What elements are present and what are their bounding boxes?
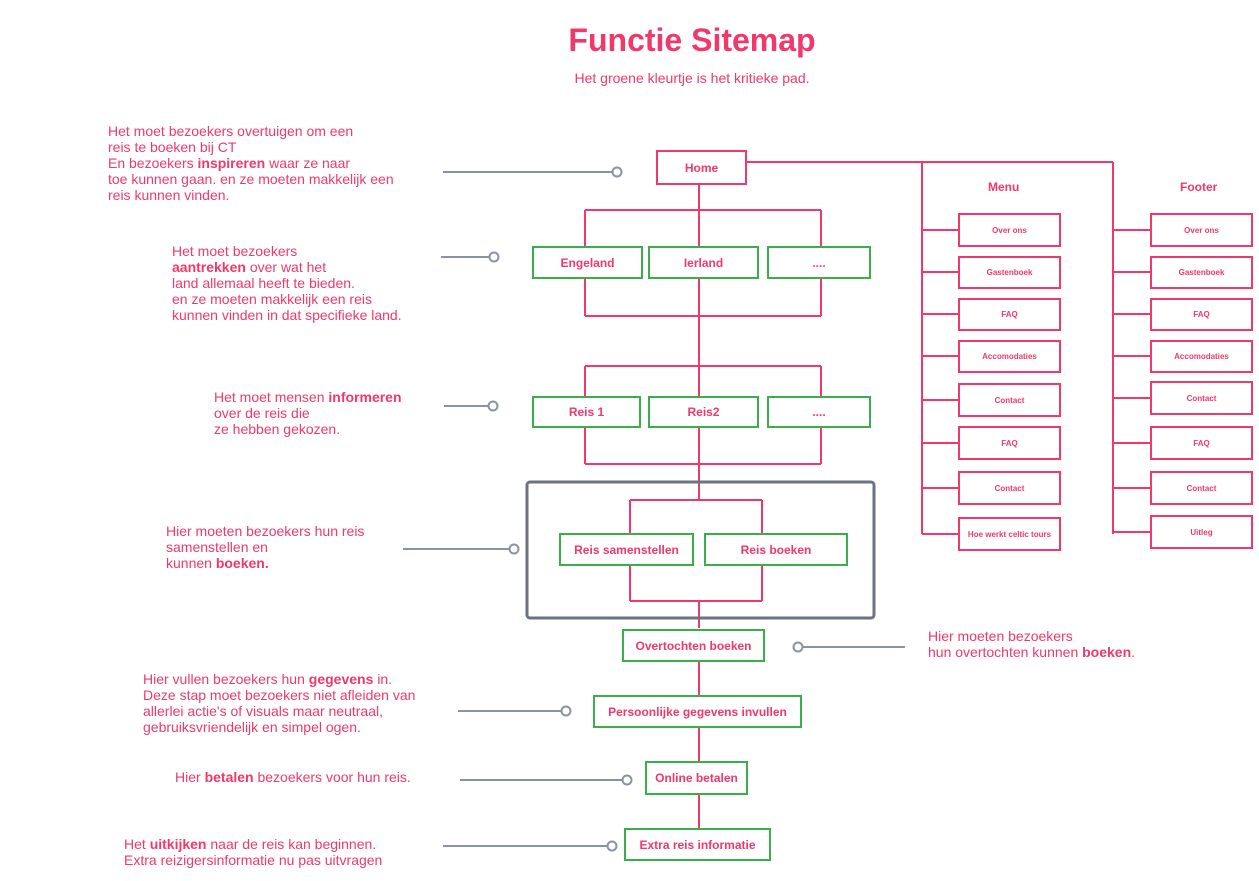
note-line: toe kunnen gaan. en ze moeten makkelijk … xyxy=(108,171,394,187)
note-line: gebruiksvriendelijk en simpel ogen. xyxy=(143,719,361,735)
node-country-engeland[interactable]: Engeland xyxy=(532,246,643,279)
node-trip-2[interactable]: Reis2 xyxy=(648,396,759,428)
note-line: Het moet bezoekers xyxy=(172,243,298,259)
note-line: allerlei actie's of visuals maar neutraa… xyxy=(143,703,384,719)
menu-item-accomodaties[interactable]: Accomodaties xyxy=(958,340,1061,373)
note-line: over de reis die xyxy=(214,405,310,421)
footer-item-gastenboek[interactable]: Gastenboek xyxy=(1150,256,1253,289)
note-line: land allemaal heeft te bieden. xyxy=(172,275,355,291)
note-line: reis kunnen vinden. xyxy=(108,187,230,203)
menu-item-contact[interactable]: Contact xyxy=(958,383,1061,417)
annotation-connectors xyxy=(403,166,905,852)
note-line: en ze moeten makkelijk een reis xyxy=(172,291,372,307)
page-title: Functie Sitemap xyxy=(568,22,816,58)
footer-item-over-ons[interactable]: Over ons xyxy=(1150,213,1253,247)
menu-item-faq[interactable]: FAQ xyxy=(958,298,1061,331)
note-payment: Hier betalen bezoekers voor hun reis. xyxy=(175,769,411,785)
node-trip-more[interactable]: .... xyxy=(767,396,871,428)
node-country-ierland[interactable]: Ierland xyxy=(648,246,759,279)
node-country-more[interactable]: .... xyxy=(767,246,871,279)
footer-item-contact-2[interactable]: Contact xyxy=(1150,471,1253,505)
note-line: Het uitkijken naar de reis kan beginnen. xyxy=(124,836,377,852)
footer-item-accomodaties[interactable]: Accomodaties xyxy=(1150,340,1253,373)
note-line: Hier betalen bezoekers voor hun reis. xyxy=(175,769,411,785)
note-line: ze hebben gekozen. xyxy=(214,421,341,437)
note-line: Hier moeten bezoekers xyxy=(928,628,1073,644)
menu-item-gastenboek[interactable]: Gastenboek xyxy=(958,256,1061,289)
footer-item-faq-2[interactable]: FAQ xyxy=(1150,426,1253,460)
note-trips: Het moet mensen informeren over de reis … xyxy=(214,389,402,437)
menu-heading: Menu xyxy=(988,180,1020,194)
booking-frame xyxy=(525,480,876,620)
note-line: hun overtochten kunnen boeken. xyxy=(928,644,1136,660)
note-countries: Het moet bezoekers aantrekken over wat h… xyxy=(172,243,402,323)
note-line: samenstellen en xyxy=(166,539,268,555)
node-trip-1[interactable]: Reis 1 xyxy=(532,396,641,428)
page-subtitle: Het groene kleurtje is het kritieke pad. xyxy=(574,70,810,86)
note-home: Het moet bezoekers overtuigen om een rei… xyxy=(108,123,394,203)
node-personal-details[interactable]: Persoonlijke gegevens invullen xyxy=(593,695,802,728)
footer-item-contact[interactable]: Contact xyxy=(1150,381,1253,415)
note-extra: Het uitkijken naar de reis kan beginnen.… xyxy=(124,836,382,868)
note-line: Hier moeten bezoekers hun reis xyxy=(166,523,365,539)
note-crossings: Hier moeten bezoekers hun overtochten ku… xyxy=(928,628,1135,660)
menu-item-over-ons[interactable]: Over ons xyxy=(958,213,1061,247)
note-line: aantrekken over wat het xyxy=(172,259,327,275)
note-line: En bezoekers inspireren waar ze naar xyxy=(108,155,351,171)
note-line: Het moet bezoekers overtuigen om een xyxy=(108,123,354,139)
note-line: Het moet mensen informeren xyxy=(214,389,402,405)
node-home[interactable]: Home xyxy=(656,150,747,185)
footer-item-uitleg[interactable]: Uitleg xyxy=(1150,515,1253,549)
note-personal: Hier vullen bezoekers hun gegevens in. D… xyxy=(143,671,415,735)
menu-item-faq-2[interactable]: FAQ xyxy=(958,426,1061,460)
note-compose: Hier moeten bezoekers hun reis samenstel… xyxy=(166,523,364,571)
note-line: kunnen boeken. xyxy=(166,555,269,571)
node-online-payment[interactable]: Online betalen xyxy=(645,761,748,795)
note-line: Extra reizigersinformatie nu pas uitvrag… xyxy=(124,852,383,868)
node-crossings[interactable]: Overtochten boeken xyxy=(622,629,765,662)
note-line: kunnen vinden in dat specifieke land. xyxy=(172,307,402,323)
note-line: Deze stap moet bezoekers niet afleiden v… xyxy=(143,687,416,703)
menu-item-how-it-works[interactable]: Hoe werkt celtic tours xyxy=(958,517,1061,551)
footer-heading: Footer xyxy=(1180,180,1218,194)
node-compose-trip[interactable]: Reis samenstellen xyxy=(559,533,694,566)
footer-item-faq[interactable]: FAQ xyxy=(1150,298,1253,331)
note-line: reis te boeken bij CT xyxy=(108,139,237,155)
node-book-trip[interactable]: Reis boeken xyxy=(704,533,848,566)
note-line: Hier vullen bezoekers hun gegevens in. xyxy=(143,671,393,687)
node-extra-info[interactable]: Extra reis informatie xyxy=(624,828,771,861)
menu-item-contact-2[interactable]: Contact xyxy=(958,471,1061,505)
